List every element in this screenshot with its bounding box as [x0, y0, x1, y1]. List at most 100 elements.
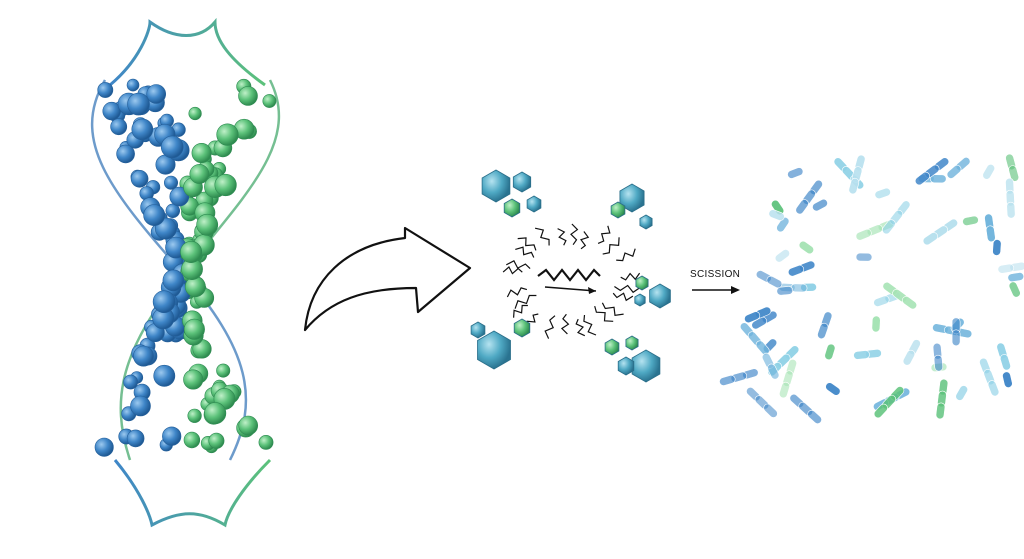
burst-shard-line: [506, 287, 528, 298]
monomer-bead-blue: [131, 118, 154, 141]
bond-arrow-head: [588, 287, 596, 294]
monomer-bead-blue: [164, 175, 179, 190]
intact-polymer-helix: [90, 17, 281, 528]
oligomer-fragment: [776, 216, 790, 233]
monomer-bead-blue: [130, 170, 149, 188]
fragment-capsule: [1002, 371, 1013, 388]
fragment-capsule: [933, 354, 944, 372]
oligomer-fragment: [795, 179, 823, 215]
scission-burst: [470, 169, 671, 383]
burst-shard-line: [517, 237, 537, 251]
oligomer-fragment: [825, 382, 841, 396]
oligomer-fragment: [873, 386, 905, 419]
fragment-capsule: [914, 171, 930, 186]
monomer-bead-blue: [94, 437, 114, 457]
fragment-polyhedron: [634, 293, 646, 307]
oligomer-fragment: [746, 387, 778, 418]
burst-shard-line: [513, 304, 528, 318]
monomer-bead-blue: [127, 92, 150, 116]
fragment-capsule: [873, 403, 888, 419]
oligomer-fragment: [874, 187, 891, 200]
oligomer-fragment: [984, 213, 996, 243]
fragment-capsule: [955, 385, 969, 401]
monomer-bead-blue: [152, 290, 176, 314]
monomer-bead-green: [183, 369, 204, 390]
monomer-bead-green: [189, 164, 210, 184]
burst-shard-line: [515, 246, 535, 258]
fragment-capsule: [776, 286, 794, 296]
oligomer-fragment: [871, 315, 881, 333]
oligomer-fragment: [922, 218, 958, 246]
backbone-loop-bottom: [113, 458, 272, 528]
oligomer-fragment: [789, 393, 822, 424]
fragment-polyhedron: [526, 195, 542, 213]
monomer-bead-blue: [153, 364, 176, 387]
monomer-bead-blue: [130, 395, 151, 417]
fragment-polyhedron: [604, 338, 620, 356]
fragment-capsule: [779, 381, 790, 399]
fragment-capsule: [817, 322, 829, 340]
burst-shard-line: [597, 225, 611, 244]
fragment-capsule: [812, 198, 828, 212]
burst-shard-line: [583, 314, 597, 336]
burst-shard-line: [575, 318, 586, 337]
monomer-bead-blue: [146, 84, 166, 104]
fragment-polyhedron: [619, 183, 645, 213]
monomer-bead-blue: [162, 269, 185, 292]
monomer-bead-green: [238, 415, 258, 436]
fragment-capsule: [766, 275, 783, 289]
monomer-bead-green: [196, 213, 219, 236]
oligomer-fragment: [779, 358, 797, 399]
fragment-capsule: [999, 354, 1011, 371]
oligomer-fragment: [853, 348, 882, 360]
fragment-capsule: [787, 264, 805, 277]
oligomer-fragment: [902, 339, 921, 366]
burst-shard-line: [544, 315, 556, 339]
fragment-capsule: [719, 375, 736, 386]
fragment-capsule: [790, 283, 808, 293]
oligomer-fragment: [776, 286, 794, 296]
oligomer-fragment: [951, 317, 961, 347]
fragment-capsule: [855, 228, 872, 241]
monomer-bead-green: [208, 432, 225, 449]
oligomer-fragment: [812, 198, 828, 212]
fragment-polyhedron: [503, 198, 521, 218]
fragment-polyhedron: [639, 214, 653, 230]
monomer-bead-blue: [116, 144, 135, 164]
oligomer-fragments: [719, 153, 1024, 424]
curved-arrow-icon: [303, 226, 472, 332]
monomer-bead-green: [258, 434, 274, 450]
fragment-capsule: [922, 232, 939, 246]
fragment-polyhedron: [631, 349, 661, 383]
fragment-capsule: [767, 363, 780, 380]
oligomer-fragment: [996, 342, 1011, 371]
monomer-bead-green: [216, 363, 231, 378]
fragment-capsule: [902, 349, 916, 366]
fragment-polyhedron: [481, 169, 511, 203]
oligomer-fragment: [997, 261, 1024, 274]
monomer-bead-blue: [133, 345, 154, 367]
fragment-capsule: [935, 402, 946, 420]
backbone-loop-top: [109, 17, 266, 87]
monomer-bead-blue: [126, 78, 140, 92]
fragment-capsule: [882, 219, 896, 235]
fragment-capsule: [1006, 201, 1016, 219]
burst-shard-line: [557, 228, 567, 246]
oligomer-fragment: [719, 368, 759, 386]
monomer-bead-green: [191, 143, 212, 164]
burst-shard-line: [594, 305, 614, 322]
fragment-capsule: [774, 249, 790, 263]
oligomer-fragment: [755, 270, 783, 289]
monomer-bead-green: [187, 408, 202, 423]
monomer-bead-green: [188, 106, 202, 121]
oligomer-fragment: [787, 167, 804, 179]
fragment-capsule: [929, 174, 947, 184]
oligomer-fragment: [882, 200, 911, 235]
bond-arrow-shaft: [544, 286, 597, 292]
oligomer-fragment: [744, 306, 772, 324]
burst-shard-line: [616, 248, 636, 262]
oligomer-fragment: [992, 239, 1002, 256]
oligomer-fragment: [1008, 281, 1021, 298]
fragment-capsule: [744, 311, 761, 324]
